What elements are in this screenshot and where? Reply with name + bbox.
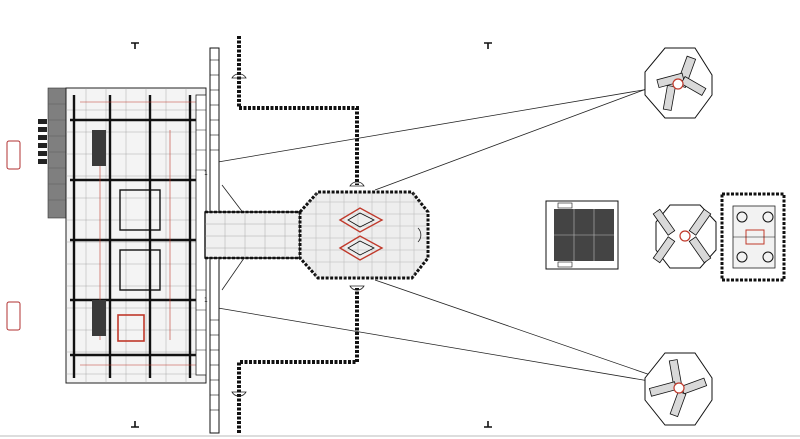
main-building [47, 87, 207, 384]
marker-label-upper: 1 [204, 170, 208, 177]
north-arrow-icon [131, 42, 492, 428]
equipment-stack [38, 119, 47, 164]
side-marker-top [6, 140, 21, 170]
connector-bridge [204, 210, 301, 260]
machine-block [720, 192, 786, 282]
side-marker-bottom [6, 301, 21, 331]
lower-corridor [237, 288, 359, 433]
upper-corridor [237, 36, 359, 185]
hexagonal-platform [298, 190, 430, 280]
sight-lines [217, 81, 666, 383]
rotor-icon [644, 47, 717, 426]
panel-array-block [545, 200, 619, 270]
marker-label-lower: 1 [204, 297, 208, 304]
door-arc-icon [231, 73, 365, 397]
